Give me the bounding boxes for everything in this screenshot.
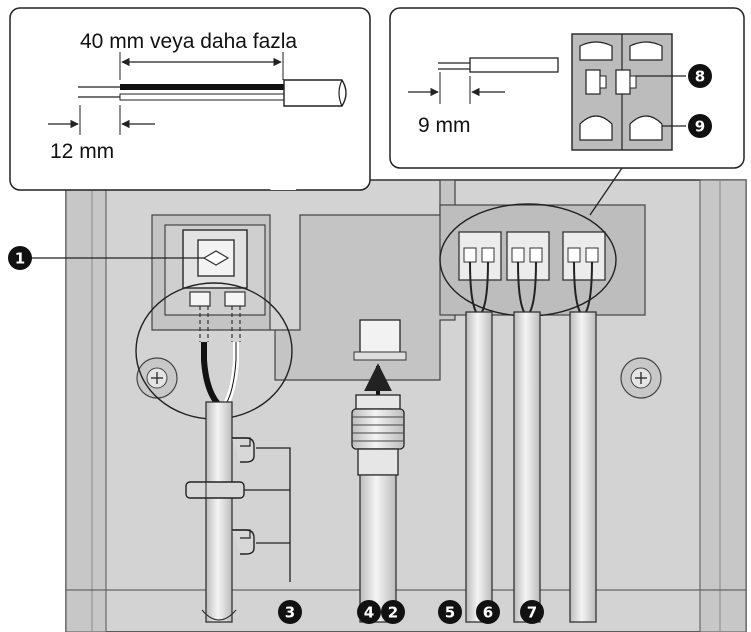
callout-left: 40 mm veya daha fazla 12 mm	[9, 7, 371, 191]
strip-label-12mm: 12 mm	[50, 140, 114, 163]
bnc-connector	[351, 319, 407, 623]
signal-cables	[465, 261, 597, 623]
marker-8: 8	[688, 64, 712, 88]
svg-text:6: 6	[483, 604, 493, 622]
marker-5: 5	[438, 600, 462, 624]
screw-left	[136, 357, 178, 399]
svg-text:8: 8	[695, 68, 705, 86]
alarm-terminals	[458, 231, 606, 281]
callout-right: 9 mm	[389, 7, 745, 216]
marker-7: 7	[520, 600, 544, 624]
power-cable	[201, 342, 239, 623]
svg-text:7: 7	[527, 604, 537, 622]
marker-2: 2	[381, 600, 405, 624]
length-label: 40 mm veya daha fazla	[80, 30, 297, 53]
cable-clamps	[185, 437, 291, 582]
screw-right	[620, 357, 662, 399]
power-terminal	[182, 229, 248, 307]
marker-6: 6	[476, 600, 500, 624]
marker-4: 4	[357, 600, 381, 624]
marker-9: 9	[688, 114, 712, 138]
svg-text:3: 3	[285, 604, 295, 622]
svg-text:2: 2	[388, 604, 398, 622]
strip-label-9mm: 9 mm	[418, 114, 471, 137]
svg-text:9: 9	[695, 118, 705, 136]
marker-1: 1	[8, 246, 32, 270]
marker-3: 3	[278, 600, 302, 624]
svg-text:5: 5	[445, 604, 455, 622]
svg-text:4: 4	[364, 604, 374, 622]
svg-text:1: 1	[15, 250, 25, 268]
